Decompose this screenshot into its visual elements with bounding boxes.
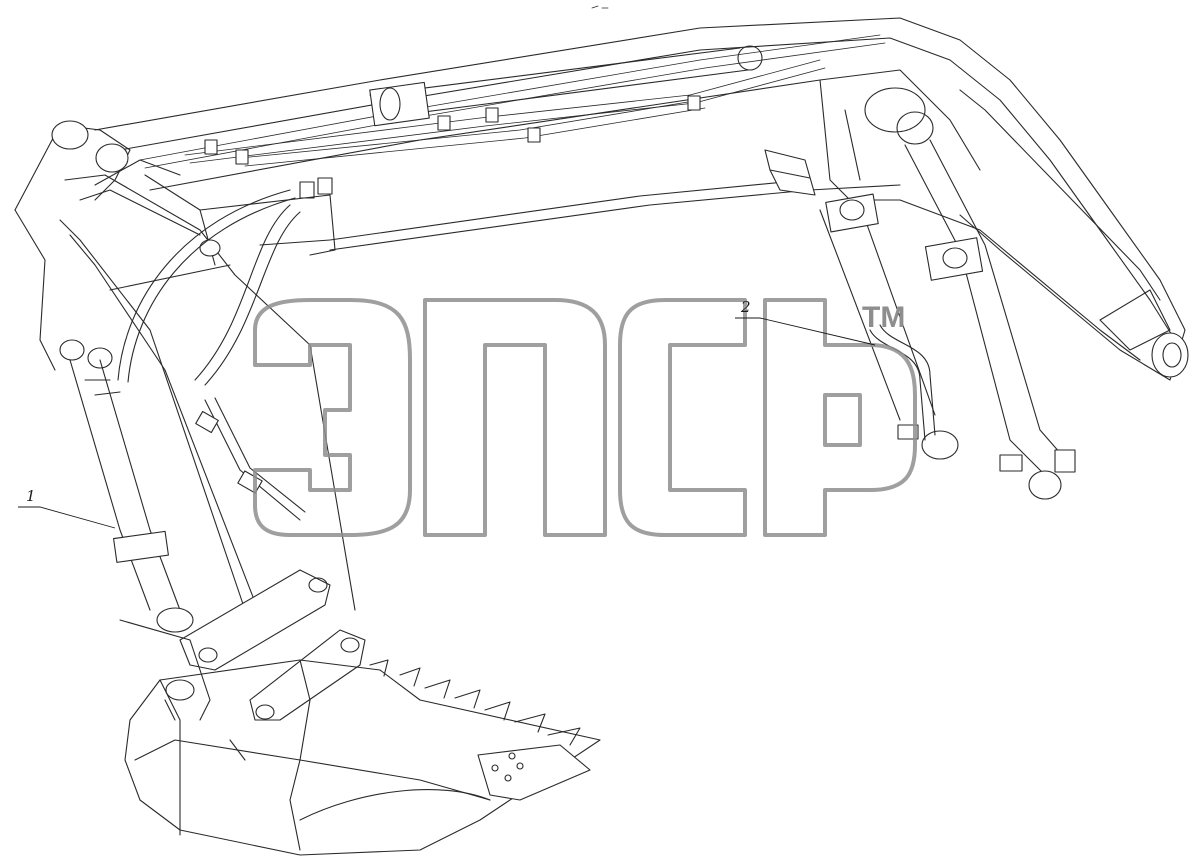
bucket-linkage	[119, 569, 366, 721]
watermark-trademark: TM	[862, 301, 905, 334]
watermark-logo: TM	[253, 298, 917, 537]
callout-1-label: 1	[26, 487, 36, 505]
callout-1-leader	[18, 506, 116, 529]
callout-2-label: 2	[740, 298, 751, 316]
top-mark	[591, 5, 609, 9]
bucket	[124, 659, 601, 856]
callout-1: 1	[18, 487, 116, 529]
callout-2-leader	[735, 317, 876, 346]
hydraulic-lines-boom	[139, 34, 886, 199]
callout-2: 2	[735, 298, 876, 346]
boom	[94, 17, 1189, 381]
bucket-cylinder	[69, 359, 194, 633]
